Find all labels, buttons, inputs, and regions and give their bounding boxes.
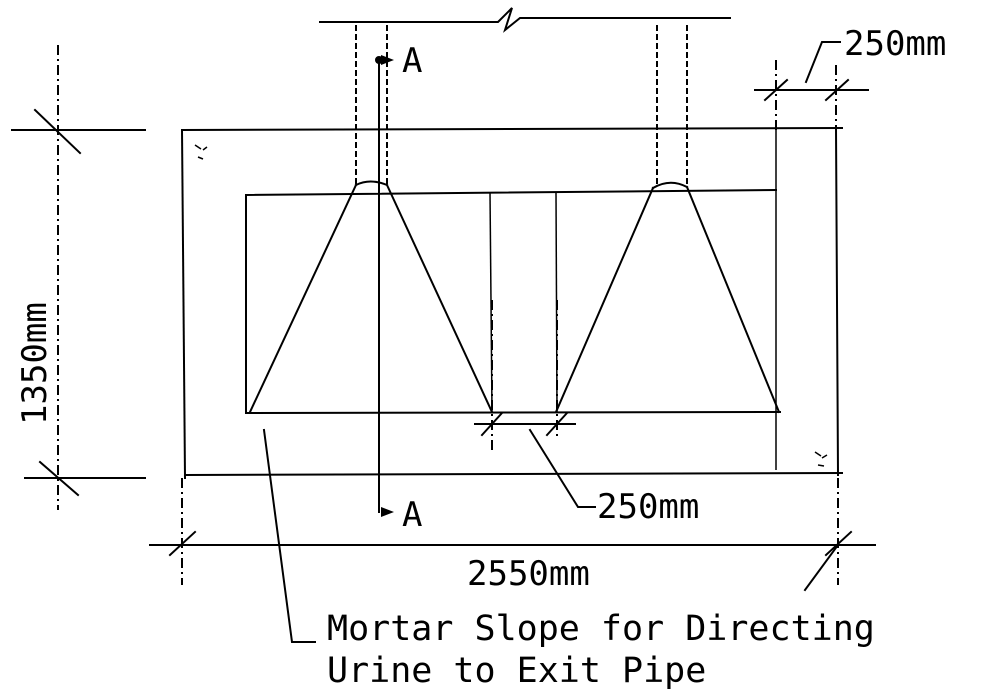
note-line-1: Mortar Slope for Directing <box>327 609 875 649</box>
mortar-slope-left <box>248 180 494 414</box>
height-dimension <box>11 45 146 510</box>
top-right-dimension-label: 250mm <box>844 24 946 64</box>
section-marker-bottom: A <box>402 495 422 535</box>
exit-pipe-right <box>656 25 688 185</box>
width-dimension <box>149 478 876 592</box>
section-marker-top: A <box>402 41 422 81</box>
note-leader <box>262 428 316 643</box>
hatch-marks <box>194 144 828 467</box>
gap-dimension-label: 250mm <box>597 487 699 527</box>
top-right-dimension <box>754 41 869 130</box>
top-wall-line <box>319 7 731 33</box>
exit-pipe-left <box>355 25 388 185</box>
mortar-slope-right <box>554 181 781 414</box>
section-line-a <box>375 55 394 517</box>
inner-trough <box>244 188 782 415</box>
height-dimension-label: 1350mm <box>15 302 55 425</box>
gap-dimension <box>474 300 596 508</box>
note-line-2: Urine to Exit Pipe <box>327 651 706 691</box>
outer-slab <box>180 126 844 480</box>
width-dimension-label: 2550mm <box>467 554 590 594</box>
